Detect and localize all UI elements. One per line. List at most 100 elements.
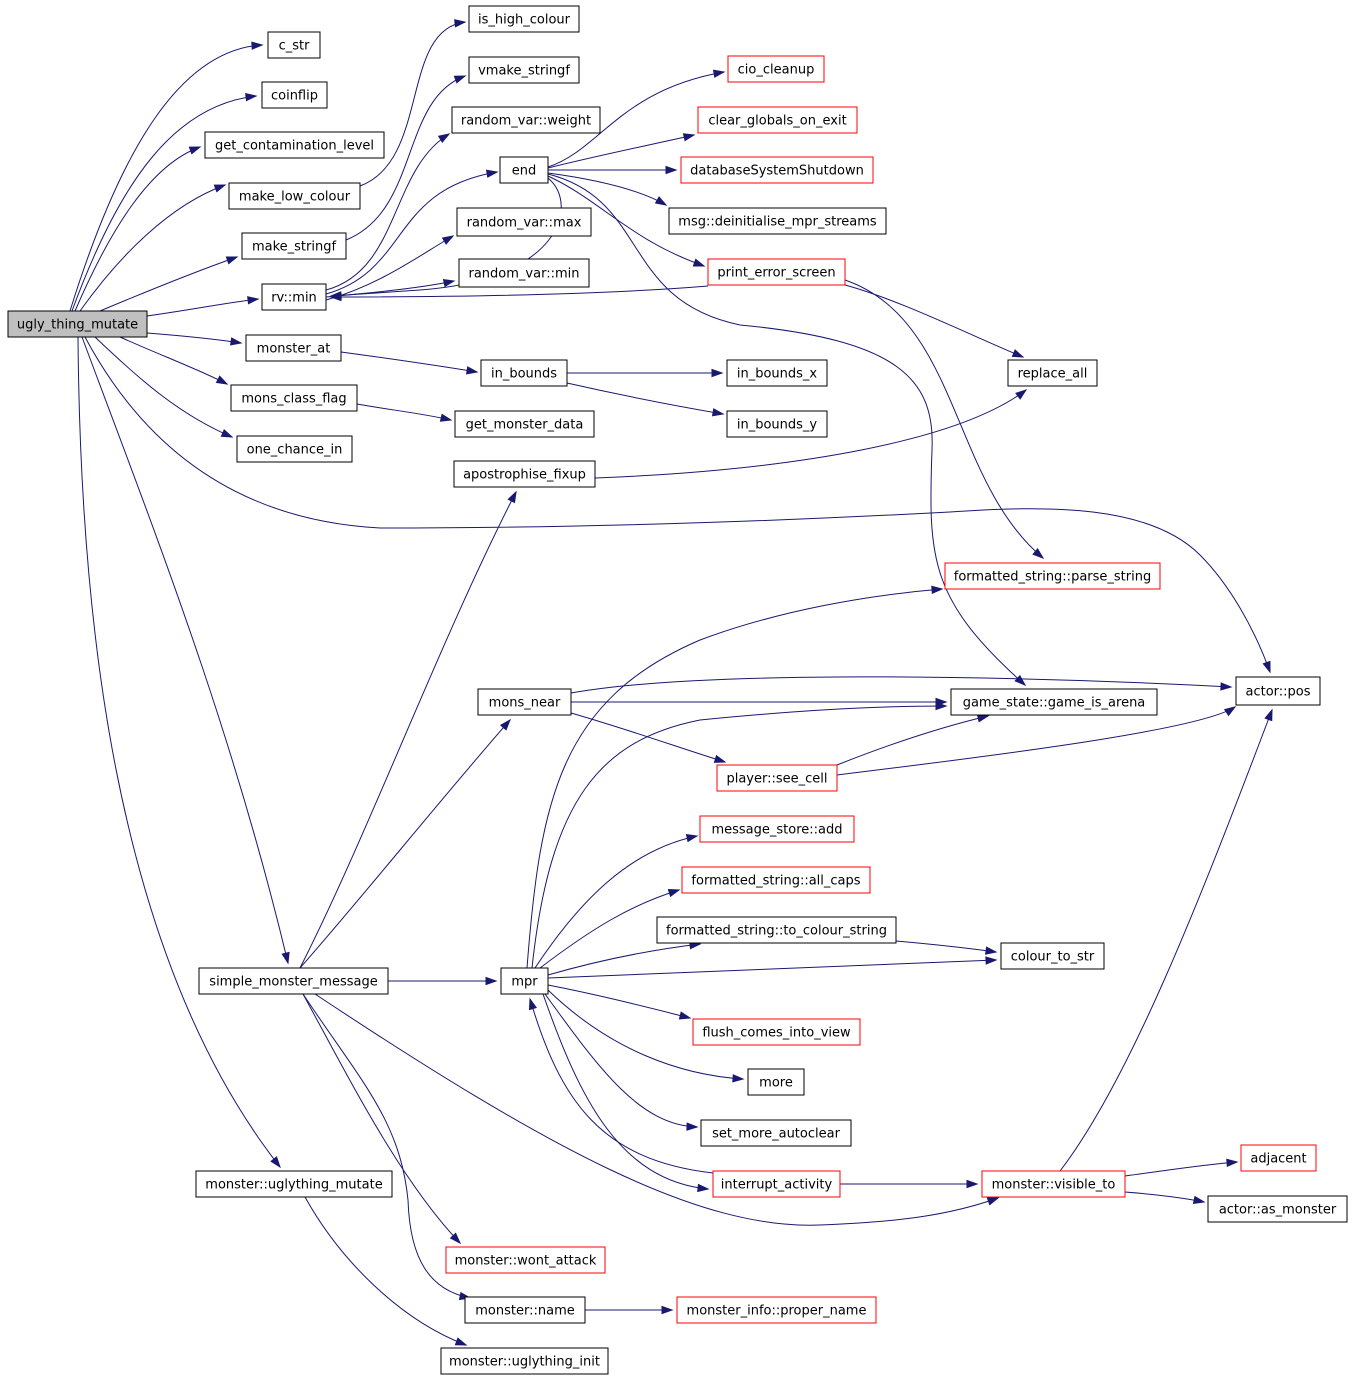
node-box[interactable] xyxy=(480,359,568,387)
node-rv_min[interactable]: rv::min xyxy=(261,283,327,311)
node-box[interactable] xyxy=(261,81,328,109)
node-box[interactable] xyxy=(726,410,828,438)
node-clear_globals_on_exit[interactable]: clear_globals_on_exit xyxy=(697,106,858,134)
node-actor_pos[interactable]: actor::pos xyxy=(1235,676,1321,706)
node-random_var_min[interactable]: random_var::min xyxy=(458,258,590,288)
node-get_monster_data[interactable]: get_monster_data xyxy=(454,410,595,438)
node-box[interactable] xyxy=(697,106,858,134)
node-box[interactable] xyxy=(230,384,358,412)
node-box[interactable] xyxy=(726,359,828,387)
node-simple_monster_message[interactable]: simple_monster_message xyxy=(198,967,389,995)
node-random_var_max[interactable]: random_var::max xyxy=(456,207,592,237)
node-msg_deinitialise[interactable]: msg::deinitialise_mpr_streams xyxy=(668,207,887,235)
node-box[interactable] xyxy=(204,131,385,159)
node-is_high_colour[interactable]: is_high_colour xyxy=(468,5,580,33)
node-box[interactable] xyxy=(1007,359,1098,387)
node-box[interactable] xyxy=(1235,676,1321,706)
node-box[interactable] xyxy=(468,56,580,84)
node-box[interactable] xyxy=(500,967,549,995)
node-to_colour_string[interactable]: formatted_string::to_colour_string xyxy=(656,916,897,944)
node-set_more_autoclear[interactable]: set_more_autoclear xyxy=(700,1119,852,1147)
node-box[interactable] xyxy=(950,688,1158,716)
node-box[interactable] xyxy=(228,182,361,210)
node-one_chance_in[interactable]: one_chance_in xyxy=(236,435,353,463)
node-box[interactable] xyxy=(712,1170,841,1198)
node-game_is_arena[interactable]: game_state::game_is_arena xyxy=(950,688,1158,716)
node-visible_to[interactable]: monster::visible_to xyxy=(981,1170,1126,1198)
node-box[interactable] xyxy=(681,866,871,894)
node-mons_class_flag[interactable]: mons_class_flag xyxy=(230,384,358,412)
node-make_stringf[interactable]: make_stringf xyxy=(241,232,347,260)
node-box[interactable] xyxy=(707,258,846,286)
node-box[interactable] xyxy=(267,31,321,59)
node-box[interactable] xyxy=(499,156,549,184)
node-box[interactable] xyxy=(680,156,874,184)
node-player_see_cell[interactable]: player::see_cell xyxy=(716,764,838,792)
node-uglything_init[interactable]: monster::uglything_init xyxy=(440,1347,609,1375)
node-box[interactable] xyxy=(451,106,601,134)
node-wont_attack[interactable]: monster::wont_attack xyxy=(445,1246,606,1274)
node-mpr[interactable]: mpr xyxy=(500,967,549,995)
node-box[interactable] xyxy=(236,435,353,463)
node-proper_name[interactable]: monster_info::proper_name xyxy=(676,1296,877,1324)
node-box[interactable] xyxy=(440,1347,609,1375)
node-as_monster[interactable]: actor::as_monster xyxy=(1207,1195,1348,1223)
node-box[interactable] xyxy=(468,5,580,33)
node-box[interactable] xyxy=(656,916,897,944)
node-colour_to_str[interactable]: colour_to_str xyxy=(1000,942,1105,970)
node-monster_at[interactable]: monster_at xyxy=(245,334,342,362)
node-mons_near[interactable]: mons_near xyxy=(477,688,572,716)
node-random_var_weight[interactable]: random_var::weight xyxy=(451,106,601,134)
node-box[interactable] xyxy=(700,1119,852,1147)
node-box[interactable] xyxy=(1000,942,1105,970)
node-box[interactable] xyxy=(676,1296,877,1324)
node-box[interactable] xyxy=(692,1018,861,1046)
node-in_bounds[interactable]: in_bounds xyxy=(480,359,568,387)
node-box[interactable] xyxy=(668,207,887,235)
node-in_bounds_x[interactable]: in_bounds_x xyxy=(726,359,828,387)
node-monster_name[interactable]: monster::name xyxy=(464,1296,586,1324)
node-print_error_screen[interactable]: print_error_screen xyxy=(707,258,846,286)
node-box[interactable] xyxy=(445,1246,606,1274)
node-uglything_mutate[interactable]: monster::uglything_mutate xyxy=(195,1170,393,1198)
node-box[interactable] xyxy=(747,1068,805,1096)
node-end[interactable]: end xyxy=(499,156,549,184)
node-adjacent[interactable]: adjacent xyxy=(1240,1144,1317,1172)
node-apostrophise_fixup[interactable]: apostrophise_fixup xyxy=(453,460,596,488)
node-cio_cleanup[interactable]: cio_cleanup xyxy=(727,55,825,83)
node-c_str[interactable]: c_str xyxy=(267,31,321,59)
node-box[interactable] xyxy=(198,967,389,995)
node-box[interactable] xyxy=(699,815,855,843)
node-box[interactable] xyxy=(716,764,838,792)
node-box[interactable] xyxy=(195,1170,393,1198)
node-box[interactable] xyxy=(727,55,825,83)
node-vmake_stringf[interactable]: vmake_stringf xyxy=(468,56,580,84)
node-get_contamination_level[interactable]: get_contamination_level xyxy=(204,131,385,159)
node-box[interactable] xyxy=(7,310,148,338)
node-box[interactable] xyxy=(241,232,347,260)
node-box[interactable] xyxy=(454,410,595,438)
node-make_low_colour[interactable]: make_low_colour xyxy=(228,182,361,210)
node-box[interactable] xyxy=(1240,1144,1317,1172)
node-databaseSystemShutdown[interactable]: databaseSystemShutdown xyxy=(680,156,874,184)
node-coinflip[interactable]: coinflip xyxy=(261,81,328,109)
node-box[interactable] xyxy=(456,207,592,237)
node-box[interactable] xyxy=(944,562,1161,590)
node-box[interactable] xyxy=(453,460,596,488)
node-in_bounds_y[interactable]: in_bounds_y xyxy=(726,410,828,438)
node-interrupt_activity[interactable]: interrupt_activity xyxy=(712,1170,841,1198)
node-box[interactable] xyxy=(245,334,342,362)
node-box[interactable] xyxy=(981,1170,1126,1198)
node-box[interactable] xyxy=(261,283,327,311)
node-box[interactable] xyxy=(464,1296,586,1324)
node-box[interactable] xyxy=(1207,1195,1348,1223)
node-flush_comes_into_view[interactable]: flush_comes_into_view xyxy=(692,1018,861,1046)
node-box[interactable] xyxy=(477,688,572,716)
node-message_store_add[interactable]: message_store::add xyxy=(699,815,855,843)
node-replace_all[interactable]: replace_all xyxy=(1007,359,1098,387)
node-more[interactable]: more xyxy=(747,1068,805,1096)
node-all_caps[interactable]: formatted_string::all_caps xyxy=(681,866,871,894)
node-box[interactable] xyxy=(458,258,590,288)
node-parse_string[interactable]: formatted_string::parse_string xyxy=(944,562,1161,590)
node-ugly_thing_mutate[interactable]: ugly_thing_mutate xyxy=(7,310,148,338)
